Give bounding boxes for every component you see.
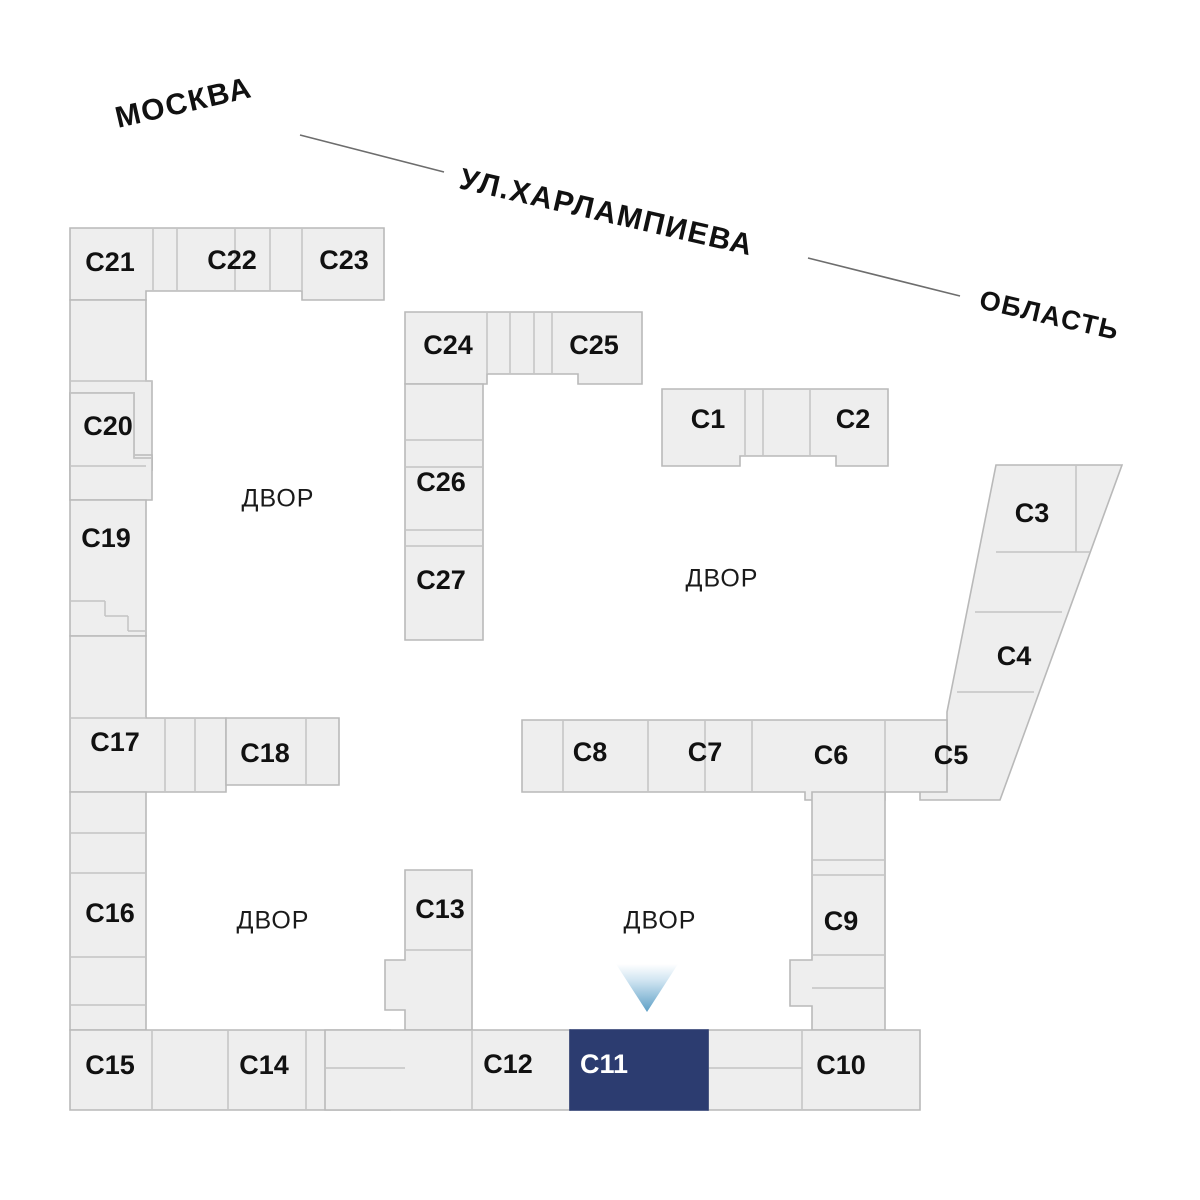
street-line-left <box>299 134 445 173</box>
unit-label-C18: C18 <box>240 738 290 768</box>
building-C11-selected[interactable] <box>569 1029 709 1111</box>
street-line-right <box>807 257 961 297</box>
unit-label-C3: C3 <box>1015 498 1050 528</box>
unit-label-C13: C13 <box>415 894 465 924</box>
unit-label-C15: C15 <box>85 1050 135 1080</box>
unit-label-C8: C8 <box>573 737 608 767</box>
dividers-C9 <box>812 859 885 989</box>
dividers-C19 <box>70 600 146 632</box>
unit-label-C17: C17 <box>90 727 140 757</box>
unit-label-C25: C25 <box>569 330 619 360</box>
yard-label-northeast: ДВОР <box>686 565 759 593</box>
yard-label-northwest: ДВОР <box>242 485 315 513</box>
block-center[interactable] <box>324 311 643 1111</box>
selected-unit-C11[interactable] <box>569 1029 709 1111</box>
unit-label-C4: C4 <box>997 641 1032 671</box>
unit-label-C20: C20 <box>83 411 133 441</box>
street-label-oblast: ОБЛАСТЬ <box>977 285 1123 346</box>
unit-label-C6: C6 <box>814 740 849 770</box>
unit-label-C21: C21 <box>85 247 135 277</box>
street-label-harlampieva: УЛ.ХАРЛАМПИЕВА <box>456 163 756 263</box>
building-C9-column[interactable] <box>789 791 886 1031</box>
dividers-C24-C25 <box>486 312 553 374</box>
unit-label-C5: C5 <box>934 740 969 770</box>
unit-label-C16: C16 <box>85 898 135 928</box>
block-northeast[interactable] <box>661 388 889 467</box>
dividers-C1-C2 <box>744 389 811 456</box>
unit-label-C22: C22 <box>207 245 257 275</box>
street-labels: МОСКВА УЛ.ХАРЛАМПИЕВА ОБЛАСТЬ <box>112 71 1122 346</box>
unit-label-C24: C24 <box>423 330 473 360</box>
dividers-C20 <box>70 392 152 467</box>
location-marker <box>616 964 678 1012</box>
block-southeast[interactable] <box>707 791 921 1111</box>
yard-label-southwest: ДВОР <box>237 907 310 935</box>
unit-label-C9: C9 <box>824 906 859 936</box>
street-label-moskva: МОСКВА <box>112 71 255 134</box>
dividers-C26-C27 <box>405 439 483 547</box>
unit-label-C27: C27 <box>416 565 466 595</box>
dividers-C17 <box>70 717 196 792</box>
unit-label-C23: C23 <box>319 245 369 275</box>
dividers-C8-C7-C6 <box>562 720 886 792</box>
building-west-wing-C17[interactable] <box>69 635 227 793</box>
yard-labels: ДВОР ДВОР ДВОР ДВОР <box>237 485 759 935</box>
unit-label-C12: C12 <box>483 1049 533 1079</box>
building-C10-row[interactable] <box>707 1029 921 1111</box>
unit-label-C7: C7 <box>688 737 723 767</box>
dividers-C15-C14 <box>151 1030 307 1110</box>
unit-label-C19: C19 <box>81 523 131 553</box>
unit-label-C11: C11 <box>580 1049 628 1079</box>
building-C26-C27-column[interactable] <box>404 383 484 641</box>
building-C1-C2-row[interactable] <box>661 388 889 467</box>
street-guide-lines <box>299 134 961 297</box>
dividers-C10 <box>708 1030 803 1110</box>
building-C12-row[interactable] <box>324 1029 571 1111</box>
dividers-C12 <box>325 1030 473 1110</box>
dividers-C16 <box>70 832 146 1006</box>
dividers-C3-C4-C5 <box>957 465 1090 693</box>
unit-label-C10: C10 <box>816 1050 866 1080</box>
unit-labels: C1 C2 C3 C4 C5 C6 C7 C8 C9 C10 C11 C12 C… <box>81 245 1049 1080</box>
dividers-northwest-top <box>152 228 303 291</box>
unit-label-C1: C1 <box>691 404 726 434</box>
unit-label-C2: C2 <box>836 404 871 434</box>
block-northwest[interactable] <box>69 227 385 793</box>
marker-triangle-icon <box>616 964 678 1012</box>
unit-label-C26: C26 <box>416 467 466 497</box>
yard-label-southeast: ДВОР <box>624 907 697 935</box>
unit-label-C14: C14 <box>239 1050 289 1080</box>
building-C18[interactable] <box>225 717 340 786</box>
